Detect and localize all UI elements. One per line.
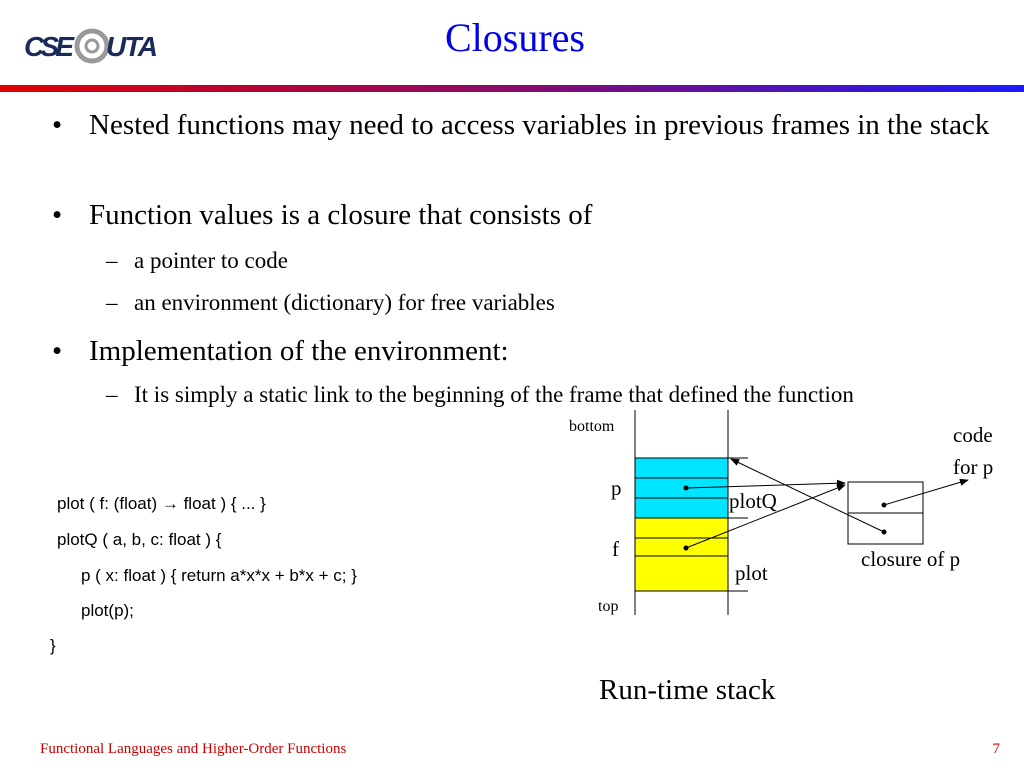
subbullet-text: It is simply a static link to the beginn… xyxy=(134,382,854,407)
stack-bottom-label: bottom xyxy=(569,418,615,435)
stack-top-label: top xyxy=(598,598,619,615)
code-line-close-brace: } xyxy=(50,636,56,655)
footer-course-title: Functional Languages and Higher-Order Fu… xyxy=(40,741,347,757)
bullet-dot: • xyxy=(52,199,63,231)
variable-p-label: p xyxy=(611,476,622,500)
bullet-text: Implementation of the environment: xyxy=(89,335,509,367)
code-line-p: p ( x: float ) { return a*x*x + b*x + c;… xyxy=(81,566,357,585)
code-line-call-plot: plot(p); xyxy=(81,601,134,620)
code-line-plotq: plotQ ( a, b, c: float ) { xyxy=(57,530,222,549)
bullet-implementation: • Implementation of the environment: xyxy=(52,332,1002,371)
bullet-function-values: • Function values is a closure that cons… xyxy=(52,196,1002,235)
svg-text:UTA: UTA xyxy=(106,31,158,62)
frame-plot xyxy=(634,517,729,592)
slide-title: Closures xyxy=(445,15,585,60)
bullet-text: Nested functions may need to access vari… xyxy=(89,109,990,141)
subbullet-environment: – an environment (dictionary) for free v… xyxy=(106,286,926,320)
subbullet-dash: – xyxy=(106,382,118,407)
cse-uta-logo: CSE UTA xyxy=(22,20,162,70)
frame-plot-label: plot xyxy=(735,561,768,585)
subbullet-text: an environment (dictionary) for free var… xyxy=(134,290,555,315)
subbullet-dash: – xyxy=(106,248,118,273)
arrow-p-to-closure xyxy=(685,479,846,489)
bullet-text: Function values is a closure that consis… xyxy=(89,199,593,231)
bullet-dot: • xyxy=(52,335,63,367)
arrow-closure-to-code xyxy=(883,478,969,506)
svg-text:CSE: CSE xyxy=(24,31,75,62)
frame-plotq-label: plotQ xyxy=(729,489,777,513)
bullet-dot: • xyxy=(52,109,63,141)
subbullet-dash: – xyxy=(106,290,118,315)
closure-of-p-label: closure of p xyxy=(861,547,961,571)
title-divider xyxy=(0,85,1024,92)
runtime-stack-caption: Run-time stack xyxy=(599,674,776,706)
footer-page-number: 7 xyxy=(992,741,1001,757)
subbullet-text: a pointer to code xyxy=(134,248,288,273)
frame-plotq xyxy=(634,457,729,519)
code-for-p-label-line2: for p xyxy=(953,455,994,479)
variable-f-label: f xyxy=(612,537,619,561)
code-for-p-label-line1: code xyxy=(953,423,993,447)
subbullet-static-link: – It is simply a static link to the begi… xyxy=(106,378,926,412)
arrow-static-link-to-frame xyxy=(730,458,885,533)
arrow-f-to-closure xyxy=(685,484,846,549)
bullet-nested-functions: • Nested functions may need to access va… xyxy=(52,106,1002,145)
code-line-plot: plot ( f: (float) → float ) { ... } xyxy=(57,494,266,513)
subbullet-pointer-to-code: – a pointer to code xyxy=(106,244,926,278)
